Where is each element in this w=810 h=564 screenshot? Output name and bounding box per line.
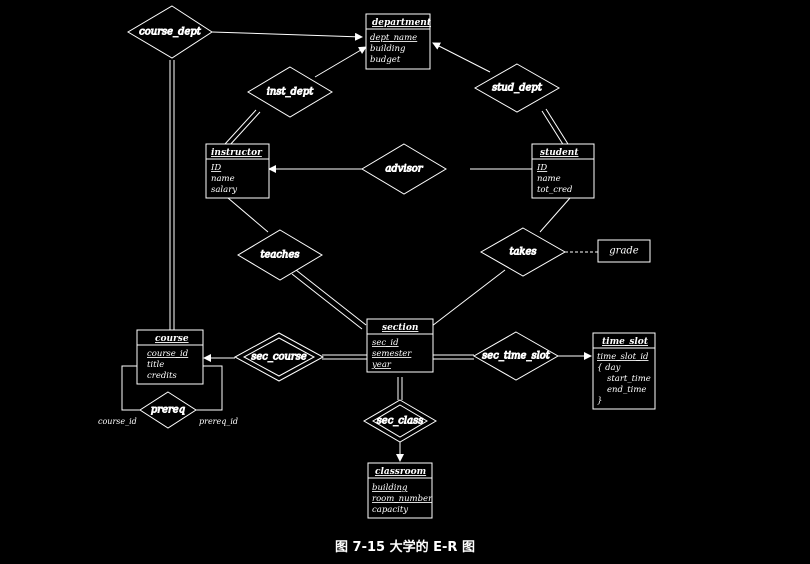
entity-course-title: course [155, 334, 189, 344]
entity-course: course course_id title credits [136, 329, 204, 385]
relationship-prereq-label: prereq [151, 405, 185, 416]
relationship-course-dept-label: course_dept [139, 27, 202, 38]
relationship-teaches-label: teaches [261, 250, 300, 261]
attr-composite-close: } [597, 396, 602, 406]
relationship-stud-dept-label: stud_dept [492, 83, 543, 94]
entity-time-slot-title: time_slot [602, 337, 649, 347]
attr-classroom-building: building [372, 483, 408, 493]
entity-department: department dept_name building budget [365, 13, 432, 70]
relationship-course-dept: course_dept [127, 5, 213, 59]
relationship-sec-time-slot: sec_time_slot [472, 331, 560, 381]
line-course-dept-department [211, 31, 363, 41]
entity-student-title: student [540, 148, 579, 158]
relationship-sec-class-label: sec_class [377, 416, 424, 427]
line-teaches-instructor [227, 197, 269, 233]
attr-dept-name: dept_name [370, 33, 417, 43]
relationship-prereq: prereq [139, 391, 197, 429]
role-label-prereq-id: prereq_id [199, 417, 238, 426]
figure-caption: 图 7-15 大学的 E-R 图 [335, 540, 475, 555]
entity-student: student ID name tot_cred [531, 143, 595, 199]
line-stud-dept-student-b [541, 110, 565, 147]
grade-label: grade [609, 246, 639, 257]
relationship-inst-dept: inst_dept [247, 66, 333, 118]
relationship-attribute-grade: grade [597, 239, 651, 263]
entity-department-title: department [372, 18, 432, 28]
attr-start-time: start_time [607, 374, 651, 384]
line-inst-dept-instructor-b [228, 111, 261, 147]
line-stud-dept-student-a [545, 108, 569, 145]
attr-student-id: ID [536, 163, 547, 173]
line-prereq-course-id [121, 365, 141, 411]
attr-time-slot-id: time_slot_id [597, 352, 649, 362]
line-teaches-section-a [295, 269, 367, 326]
attr-course-id: course_id [147, 349, 189, 359]
relationship-sec-time-slot-label: sec_time_slot [482, 351, 551, 362]
relationship-teaches: teaches [237, 229, 323, 281]
entity-instructor-title: instructor [211, 148, 263, 158]
attr-semester: semester [372, 349, 412, 359]
relationship-stud-dept: stud_dept [473, 63, 561, 113]
line-inst-dept-instructor-a [224, 109, 257, 145]
attr-capacity: capacity [372, 505, 408, 515]
relationship-takes-label: takes [509, 247, 536, 258]
entity-time-slot: time_slot time_slot_id { day start_time … [592, 332, 656, 410]
line-teaches-section-b [291, 273, 363, 330]
line-inst-dept-department [314, 46, 367, 78]
attr-instructor-id: ID [210, 163, 221, 173]
connection-lines [121, 31, 598, 462]
attr-year: year [371, 360, 392, 370]
line-takes-student [539, 197, 571, 233]
attr-end-time: end_time [607, 385, 646, 395]
attr-title: title [147, 360, 164, 370]
attr-instructor-name: name [211, 174, 235, 184]
attr-tot-cred: tot_cred [537, 185, 573, 195]
entity-classroom-title: classroom [375, 467, 426, 477]
entity-section: section sec_id semester year [366, 318, 434, 373]
attr-credits: credits [147, 371, 177, 381]
relationship-advisor-label: advisor [385, 164, 423, 175]
line-takes-section [431, 269, 506, 327]
attr-budget: budget [370, 55, 401, 65]
attr-department-building: building [370, 44, 406, 54]
line-prereq-prereq-id [196, 365, 223, 411]
line-stud-dept-department [432, 42, 491, 73]
entity-section-title: section [382, 323, 418, 333]
relationship-advisor: advisor [361, 143, 447, 195]
entity-classroom: classroom building room_number capacity [367, 462, 433, 519]
relationship-sec-course-label: sec_course [251, 352, 307, 363]
entity-instructor: instructor ID name salary [205, 143, 270, 199]
relationship-takes: takes [479, 227, 567, 277]
relationship-sec-course: sec_course [233, 332, 325, 382]
attr-student-name: name [537, 174, 561, 184]
attr-sec-id: sec_id [372, 338, 399, 348]
relationship-sec-class: sec_class [363, 399, 437, 443]
attr-day: { day [597, 363, 621, 373]
attr-room-number: room_number [372, 494, 433, 504]
role-label-course-id: course_id [98, 417, 137, 426]
attr-salary: salary [211, 185, 237, 195]
relationship-inst-dept-label: inst_dept [267, 87, 315, 98]
